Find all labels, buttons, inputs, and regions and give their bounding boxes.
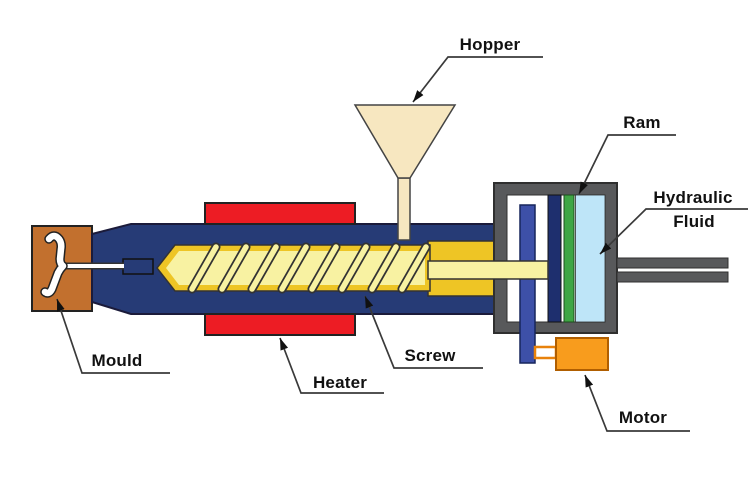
nozzle xyxy=(122,258,154,275)
hopper-funnel xyxy=(353,104,457,179)
heater-bottom xyxy=(204,313,356,336)
label-motor: Motor xyxy=(618,408,668,427)
piston-rod xyxy=(519,204,536,364)
tie-rod-lower xyxy=(616,271,729,283)
leader-hopper xyxy=(412,56,543,103)
screw-shaft xyxy=(427,260,549,280)
mould-cavity xyxy=(41,232,67,297)
label-hydraulic-fluid-line2: Fluid xyxy=(673,212,715,231)
label-hydraulic-fluid-line1: Hydraulic xyxy=(653,188,733,207)
motor-shaft xyxy=(533,345,558,360)
screw-flights xyxy=(189,244,429,292)
heater-top xyxy=(204,202,356,225)
label-hopper: Hopper xyxy=(459,35,521,54)
divider-plate xyxy=(547,194,562,323)
label-heater: Heater xyxy=(312,373,368,392)
label-mould: Mould xyxy=(91,351,143,370)
motor-block xyxy=(555,337,609,371)
label-ram: Ram xyxy=(623,113,661,132)
hydraulic-fluid-chamber xyxy=(575,194,606,323)
leader-motor xyxy=(584,374,690,432)
leader-hydraulic-fluid xyxy=(599,208,748,255)
leader-lines xyxy=(56,56,748,432)
leader-mould xyxy=(56,298,170,374)
leader-heater xyxy=(279,337,384,394)
ram-plate xyxy=(563,194,575,323)
tie-rod-upper xyxy=(616,257,729,269)
leader-ram xyxy=(578,134,676,195)
hopper-stem xyxy=(397,177,411,241)
leader-screw xyxy=(364,295,483,369)
label-screw: Screw xyxy=(404,346,456,365)
